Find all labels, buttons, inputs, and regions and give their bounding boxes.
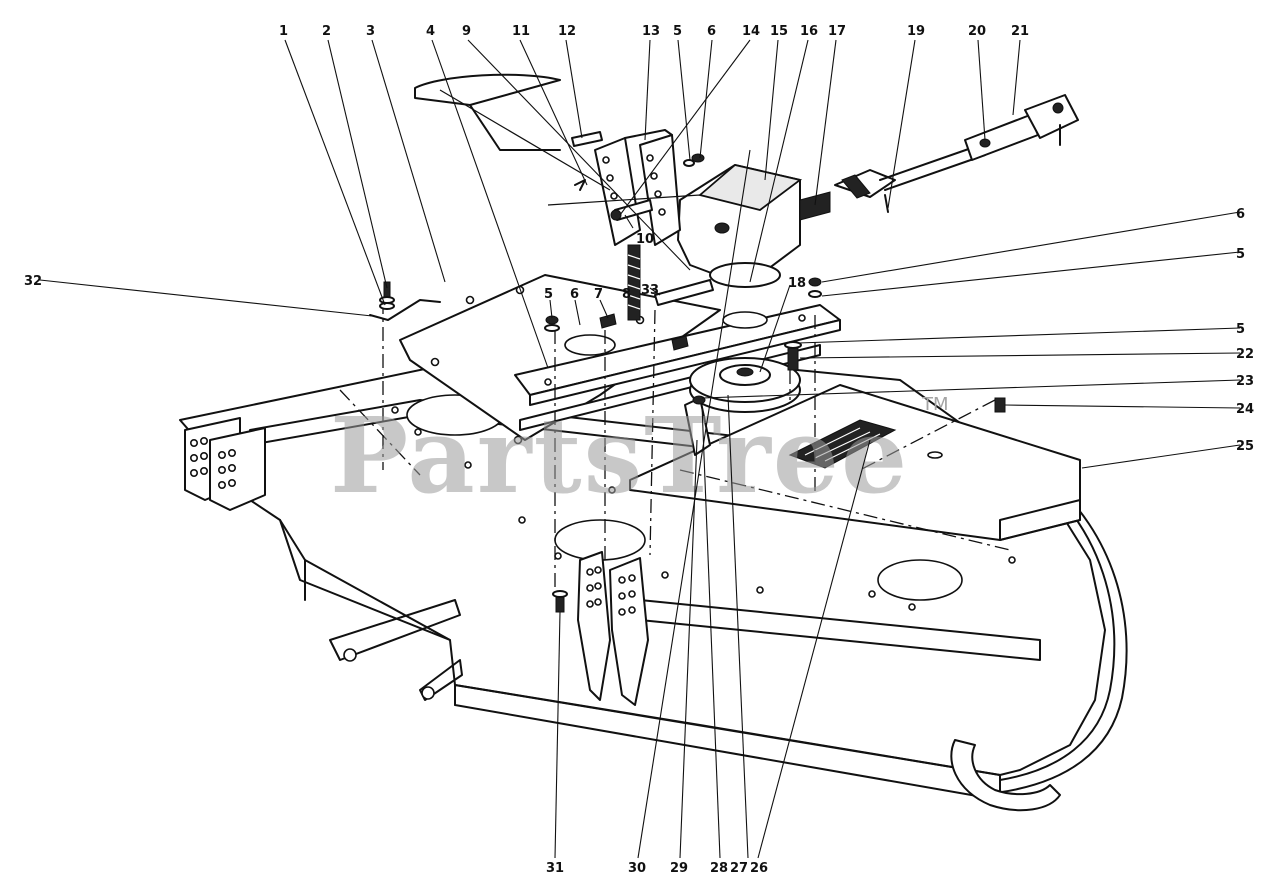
callout-5-right-a: 5 (1236, 247, 1245, 262)
callout-25: 25 (1236, 439, 1254, 454)
callout-20: 20 (968, 24, 986, 39)
hinge-bracket (594, 129, 681, 246)
callout-17: 17 (828, 24, 846, 39)
assembly-centerlines (339, 300, 1011, 600)
spring (627, 244, 641, 321)
callout-6-mid: 6 (570, 287, 579, 302)
callout-22: 22 (1236, 347, 1254, 362)
callout-10: 10 (636, 232, 654, 247)
callout-21: 21 (1011, 24, 1029, 39)
callout-16: 16 (800, 24, 818, 39)
watermark-trademark: TM (921, 394, 949, 415)
callout-33: 33 (641, 283, 659, 298)
drive-shaft (834, 94, 1079, 213)
right-shield-plate (629, 384, 1081, 541)
callout-8: 8 (622, 287, 631, 302)
decal-text-lines (804, 427, 881, 462)
callout-13: 13 (642, 24, 660, 39)
callout-12: 12 (558, 24, 576, 39)
callout-23: 23 (1236, 374, 1254, 389)
callout-numbers: 1 2 3 4 9 11 12 13 5 6 14 15 16 17 19 20… (24, 24, 1254, 876)
callout-2: 2 (322, 24, 331, 39)
spindle-pulley (684, 357, 801, 456)
callout-27: 27 (730, 861, 748, 876)
callout-11: 11 (512, 24, 530, 39)
callout-9: 9 (462, 24, 471, 39)
callout-30: 30 (628, 861, 646, 876)
callout-19: 19 (907, 24, 925, 39)
callout-15: 15 (770, 24, 788, 39)
callout-14: 14 (742, 24, 760, 39)
callout-31: 31 (546, 861, 564, 876)
watermark: PartsTree TM (330, 394, 949, 517)
callout-5-mid: 5 (544, 287, 553, 302)
callout-7: 7 (594, 287, 603, 302)
callout-32: 32 (24, 274, 42, 289)
deck-holes (391, 406, 1016, 611)
watermark-brand: PartsTree (330, 394, 909, 517)
callout-5-top: 5 (673, 24, 682, 39)
callout-18: 18 (788, 276, 806, 291)
leader-lines (39, 39, 1241, 859)
callout-24: 24 (1236, 402, 1254, 417)
callout-4: 4 (426, 24, 435, 39)
callout-3: 3 (366, 24, 375, 39)
callout-5-right-b: 5 (1236, 322, 1245, 337)
callout-6-top: 6 (707, 24, 716, 39)
callout-26: 26 (750, 861, 768, 876)
callout-1: 1 (279, 24, 288, 39)
callout-29: 29 (670, 861, 688, 876)
front-hanger-bracket (577, 551, 649, 706)
hardware (369, 131, 1006, 613)
callout-28: 28 (710, 861, 728, 876)
callout-6-right: 6 (1236, 207, 1245, 222)
left-bracket-holes (190, 436, 237, 489)
